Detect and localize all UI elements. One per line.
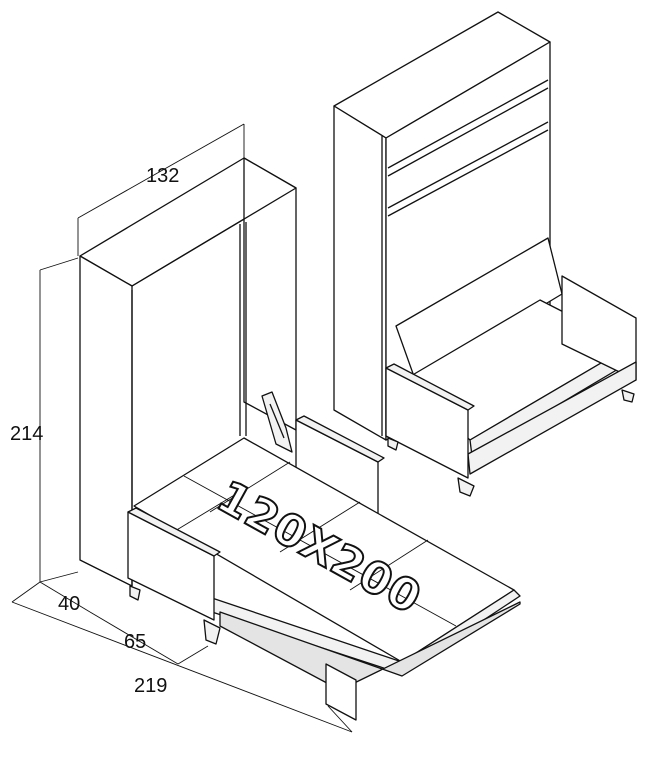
foot-closed-left <box>387 437 399 451</box>
closed-bed-drawing <box>333 11 637 497</box>
bed-frame-base <box>219 601 521 691</box>
sofa-base <box>467 361 637 475</box>
foot-closed-right <box>621 389 635 403</box>
open-bed-drawing: 120X200 <box>79 157 521 721</box>
bed-support-panel <box>325 663 357 721</box>
dimension-width-label: 132 <box>146 165 179 187</box>
dimension-depth-closed-label: 40 <box>58 593 80 615</box>
dimension-depth-open-label: 219 <box>134 675 167 697</box>
dimension-depth-mid-label: 65 <box>124 631 146 653</box>
dimension-height-label: 214 <box>10 423 43 445</box>
foot-front <box>203 619 221 645</box>
cabinet-closed-left-side <box>333 105 387 441</box>
foot-closed-front <box>457 477 475 497</box>
cabinet-right-side <box>243 157 297 431</box>
foot-left <box>129 585 141 601</box>
dimension-lines <box>11 123 353 733</box>
cabinet-left-side <box>79 255 133 587</box>
